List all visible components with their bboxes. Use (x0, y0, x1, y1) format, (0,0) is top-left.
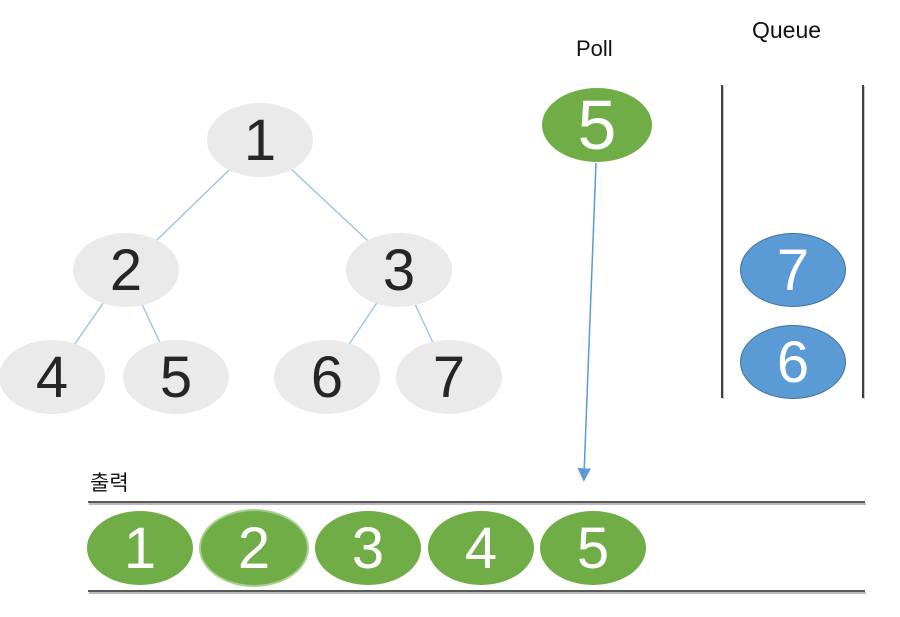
output-item-2: 2 (201, 511, 307, 585)
output-label: 출력 (90, 472, 129, 495)
tree-node-2-value: 2 (109, 237, 143, 303)
queue-item-7: 7 (740, 233, 846, 307)
tree-node-4: 4 (0, 340, 105, 414)
output-top-line (88, 501, 865, 503)
output-item-5-value: 5 (576, 515, 610, 581)
output-item-1: 1 (87, 511, 193, 585)
queue-right-wall (862, 85, 864, 398)
tree-node-3: 3 (346, 233, 452, 307)
tree-node-7: 7 (396, 340, 502, 414)
tree-node-1: 1 (207, 103, 313, 177)
output-item-3-value: 3 (351, 515, 385, 581)
queue-left-wall (721, 85, 723, 398)
output-item-2-value: 2 (237, 515, 271, 581)
poll-node: 5 (542, 86, 652, 164)
tree-node-6-value: 6 (310, 344, 344, 410)
queue-item-6: 6 (740, 325, 846, 399)
output-item-1-value: 1 (123, 515, 157, 581)
tree-node-5: 5 (123, 340, 229, 414)
poll-label: Poll (576, 36, 613, 61)
output-item-5: 5 (540, 511, 646, 585)
tree-node-5-value: 5 (159, 344, 193, 410)
tree-node-1-value: 1 (243, 107, 277, 173)
tree-node-4-value: 4 (35, 344, 69, 410)
tree-node-3-value: 3 (382, 237, 416, 303)
queue-item-7-value: 7 (776, 237, 810, 303)
tree-node-2: 2 (73, 233, 179, 307)
tree-node-7-value: 7 (432, 344, 466, 410)
output-item-3: 3 (315, 511, 421, 585)
poll-node-value: 5 (577, 86, 617, 164)
output-item-4-value: 4 (464, 515, 498, 581)
poll-arrow (577, 162, 597, 482)
output-item-4: 4 (428, 511, 534, 585)
queue-item-6-value: 6 (776, 329, 810, 395)
queue-label: Queue (752, 17, 822, 43)
output-bottom-line (88, 590, 865, 592)
tree-node-6: 6 (274, 340, 380, 414)
